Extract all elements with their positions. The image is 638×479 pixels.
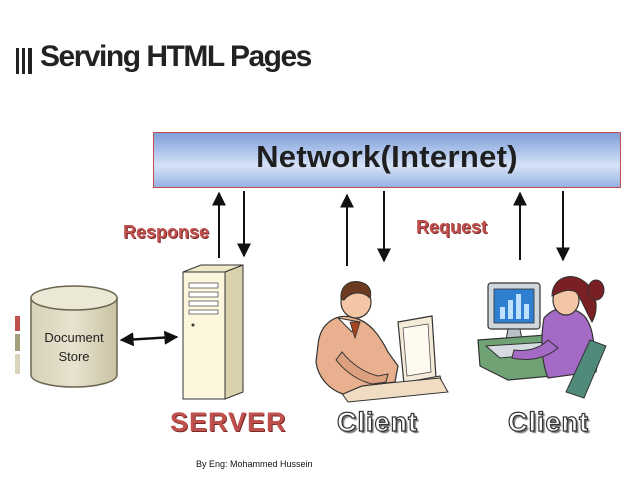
network-label: Network(Internet) [256,139,518,174]
network-internet-box: Network(Internet) [153,132,621,188]
title-bars-icon [16,48,34,74]
client2-caption: Client [507,406,590,437]
page-title: Serving HTML Pages [40,40,312,73]
store-server-arrow [119,330,179,347]
document-store-label: Document Store [30,328,118,366]
document-store-label-line1: Document [44,330,104,345]
response-label: Response [123,222,210,242]
network-arrows [212,191,570,266]
document-store-label-line2: Store [58,349,90,364]
server-caption: SERVER [170,407,287,437]
document-store-cylinder-icon [30,285,118,388]
client1-caption: Client [336,406,419,437]
server-tower-icon [182,264,244,400]
man-at-computer-icon [315,281,449,403]
woman-at-computer-icon [477,276,607,399]
request-label: Request [416,217,488,237]
author-byline: By Eng: Mohammed Hussein [196,459,313,469]
